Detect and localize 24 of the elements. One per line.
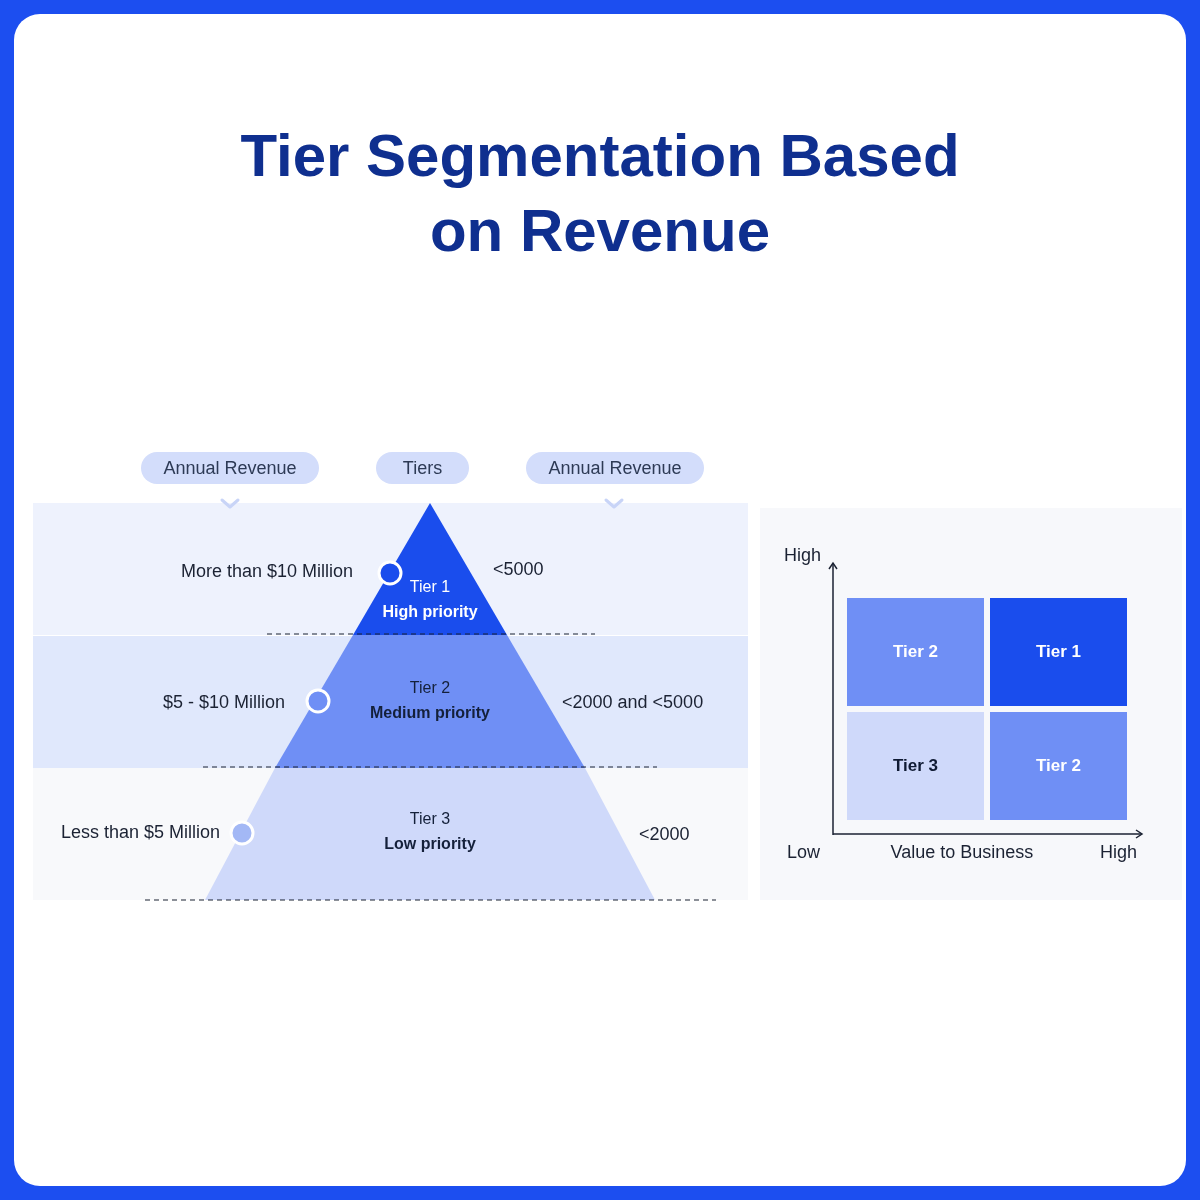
matrix-quadrant: Tier 2 [847,598,984,706]
range-text: Less than $5 Million [60,821,220,843]
category-pill: Annual Revenue [141,452,319,484]
matrix-quadrant: Tier 3 [847,712,984,820]
category-pill: Tiers [376,452,469,484]
range-text: <2000 and <5000 [562,691,704,713]
range-text: $5 - $10 Million [162,691,285,713]
range-text: More than $10 Million [180,560,353,582]
priority-text: Low priority [384,834,476,854]
tier-name: Tier 2 [409,678,451,698]
matrix-quadrant: Tier 1 [990,598,1127,706]
category-pill: Annual Revenue [526,452,704,484]
range-text: <2000 [639,823,690,845]
range-text: <5000 [493,558,544,580]
axis-label: Value to Business [890,841,1034,863]
title: Tier Segmentation Based on Revenue [239,121,961,266]
axis-label: High [784,544,822,566]
axis-label: Low [787,841,821,863]
tier-name: Tier 1 [409,577,451,597]
axis-label: High [1100,841,1138,863]
priority-text: Medium priority [370,703,490,723]
tier-name: Tier 3 [409,809,451,829]
matrix-quadrant: Tier 2 [990,712,1127,820]
priority-text: High priority [382,602,478,622]
